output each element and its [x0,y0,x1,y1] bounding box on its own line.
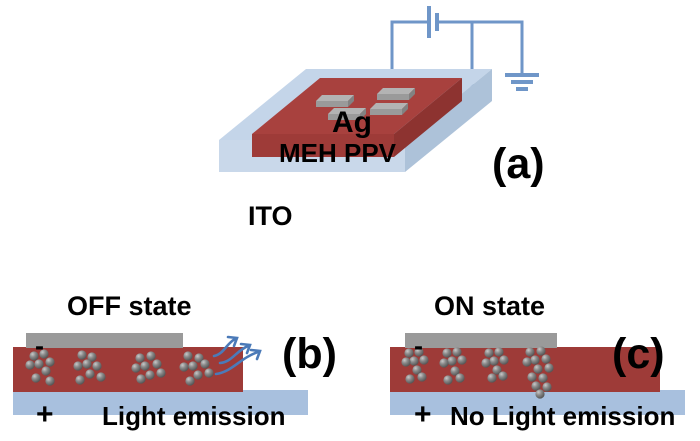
mehppv-right-face [394,78,462,157]
ag-pad-1 [316,95,354,107]
light-emission-arrow-3 [214,348,262,376]
panel-c-emission-text: No Light emission [450,401,676,431]
panel-b-state-title: OFF state [67,291,192,321]
ag-pad-3 [377,88,415,100]
mehppv-front-face [252,134,394,157]
panel-b-nanoparticles [25,349,214,386]
panel-label-a: (a) [492,140,545,188]
panel-label-c: (c) [612,330,665,378]
panel-c-nanoparticles [401,346,554,399]
ito-right-face [405,69,492,172]
panel-label-b: (b) [282,330,337,378]
layer-label-ito: ITO [248,201,293,231]
ground-icon [505,73,539,91]
panel-b-cathode-sign: - [35,331,44,361]
panel-b-ito-layer [13,390,308,415]
battery-icon [427,6,439,38]
light-emission-arrow-2 [218,342,252,365]
layer-label-ag: Ag [332,106,372,139]
ag-pad-4 [370,103,408,115]
panel-c-polymer-layer [390,347,660,392]
ag-electrode-pads [316,88,415,120]
panel-c-anode-sign: + [414,398,432,431]
panel-b-emission-text: Light emission [102,401,286,431]
panel-b-device [13,333,308,415]
panel-c-state-title: ON state [434,291,546,321]
ag-pad-2 [328,108,366,120]
panel-c-top-electrode [405,333,557,348]
panel-c-cathode-sign: - [414,331,423,361]
light-emission-arrows [212,335,262,376]
light-emission-arrow-1 [212,335,239,358]
layer-label-mehppv: MEH PPV [279,138,397,168]
panel-b-anode-sign: + [36,398,54,431]
panel-b-top-electrode [26,333,183,348]
